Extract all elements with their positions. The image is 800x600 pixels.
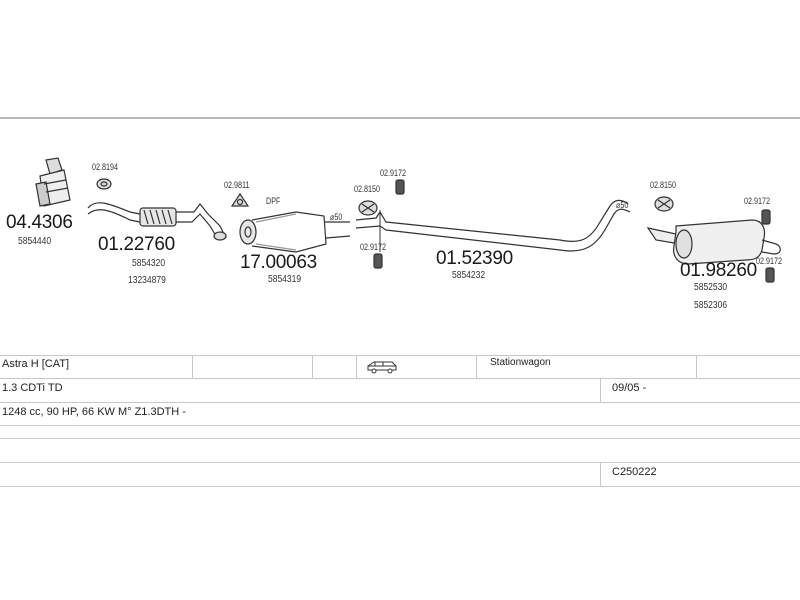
rubber-mount-bottom-rear-drawing: [765, 267, 775, 283]
rear-silencer-part-number: 01.98260: [680, 260, 757, 281]
rubber-mount-top-rear-drawing: [761, 209, 771, 225]
station-wagon-icon: [366, 359, 398, 375]
rubber-mount-top-mid-label: 02.9172: [380, 168, 407, 178]
middle-diameter-label: ⌀50: [330, 212, 343, 222]
dpf-oem-number: 5854319: [268, 274, 302, 285]
rear-diameter-label: ⌀50: [616, 200, 629, 210]
vehicle-code: C250222: [612, 466, 657, 478]
front-pipe-oem-number-2: 13234879: [128, 275, 166, 286]
clamp-02-8150-mid-drawing: [358, 200, 378, 216]
clamp-02-8194-label: 02.8194: [92, 162, 119, 172]
rubber-mount-bottom-mid-drawing: [373, 253, 383, 269]
dpf-part-number: 17.00063: [240, 252, 317, 273]
clamp-02-8150-rear-label: 02.8150: [650, 180, 677, 190]
rear-silencer-drawing: [646, 219, 781, 265]
rubber-mount-bottom-mid-label: 02.9172: [360, 242, 387, 252]
vehicle-body-type: Stationwagon: [490, 357, 551, 368]
front-pipe-drawing: [87, 202, 227, 241]
catalyst-part-number: 04.4306: [6, 212, 73, 233]
rear-silencer-oem-number-1: 5852530: [694, 282, 728, 293]
dpf-type-label: DPF: [266, 196, 281, 206]
middle-pipe-oem-number: 5854232: [452, 270, 486, 281]
exhaust-diagram: [35, 157, 781, 283]
front-pipe-part-number: 01.22760: [98, 234, 175, 255]
vehicle-engine: 1.3 CDTi TD: [2, 382, 63, 394]
catalyst-oem-number: 5854440: [18, 236, 52, 247]
middle-pipe-drawing: [355, 199, 631, 252]
clamp-02-8194-drawing: [96, 178, 112, 190]
diagram-top-border: [0, 117, 800, 119]
gasket-02-9811-label: 02.9811: [224, 180, 250, 190]
vehicle-date-range: 09/05 -: [612, 382, 647, 394]
middle-pipe-part-number: 01.52390: [436, 248, 513, 269]
gasket-02-9811-drawing: [230, 192, 250, 207]
clamp-02-8150-rear-drawing: [654, 196, 674, 212]
rubber-mount-bottom-rear-label: 02.9172: [756, 256, 783, 266]
rubber-mount-top-rear-label: 02.9172: [744, 196, 771, 206]
rubber-mount-top-mid-drawing: [395, 179, 405, 195]
front-pipe-oem-number-1: 5854320: [132, 258, 166, 269]
vehicle-engine-spec: 1248 cc, 90 HP, 66 KW M° Z1.3DTH -: [2, 406, 186, 418]
rear-silencer-oem-number-2: 5852306: [694, 300, 728, 311]
vehicle-model: Astra H [CAT]: [2, 358, 70, 370]
dpf-drawing: [239, 211, 351, 253]
catalyst-drawing: [35, 157, 71, 207]
clamp-02-8150-mid-label: 02.8150: [354, 184, 381, 194]
